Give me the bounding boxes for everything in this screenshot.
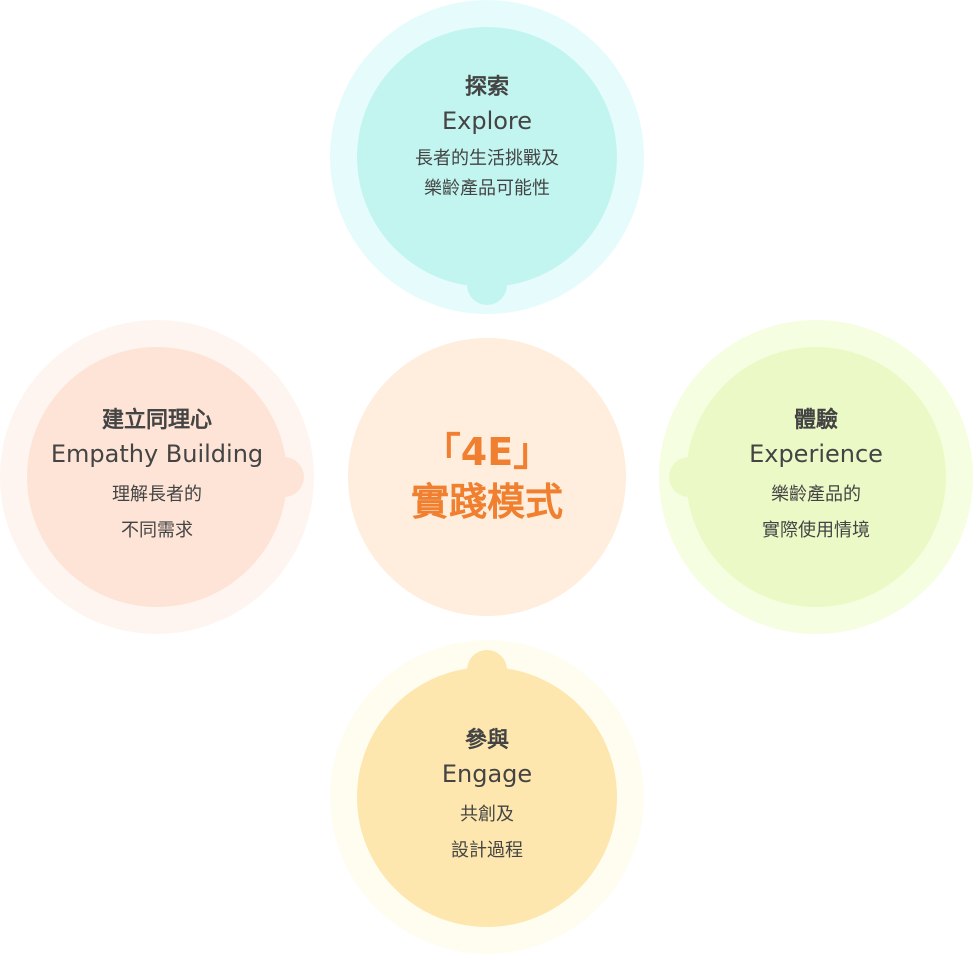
empathy-title-zh: 建立同理心 xyxy=(101,408,212,433)
experience-node: 體驗 Experience 樂齡產品的 實際使用情境 xyxy=(659,320,973,634)
explore-title-zh: 探索 xyxy=(464,75,509,100)
empathy-desc-line1: 理解長者的 xyxy=(112,484,202,505)
center-title-4e: 「4E」 xyxy=(422,430,552,474)
explore-inner-circle xyxy=(357,27,617,287)
explore-desc-line1: 長者的生活挑戰及 xyxy=(415,148,559,169)
experience-desc-line1: 樂齡產品的 xyxy=(771,484,861,505)
engage-title-en: Engage xyxy=(441,760,533,788)
empathy-desc-line2: 不同需求 xyxy=(121,520,193,541)
experience-desc-line2: 實際使用情境 xyxy=(762,520,870,541)
empathy-title-en: Empathy Building xyxy=(50,440,264,468)
engage-title-zh: 參與 xyxy=(464,728,509,753)
engage-desc-line1: 共創及 xyxy=(460,804,514,825)
experience-title-zh: 體驗 xyxy=(793,408,838,433)
center-4e-circle: 「4E」 實踐模式 xyxy=(348,338,626,616)
explore-node: 探索 Explore 長者的生活挑戰及 樂齡產品可能性 xyxy=(330,0,644,314)
engage-desc-line2: 設計過程 xyxy=(451,840,523,861)
engage-node: 參與 Engage 共創及 設計過程 xyxy=(330,640,644,954)
experience-inner-circle xyxy=(686,347,946,607)
explore-title-en: Explore xyxy=(441,107,533,135)
empathy-node: 建立同理心 Empathy Building 理解長者的 不同需求 xyxy=(0,320,314,634)
experience-title-en: Experience xyxy=(749,440,883,468)
center-title-practice-model: 實踐模式 xyxy=(410,480,563,524)
empathy-inner-circle xyxy=(27,347,287,607)
engage-inner-circle xyxy=(357,667,617,927)
explore-desc-line2: 樂齡產品可能性 xyxy=(424,178,550,199)
